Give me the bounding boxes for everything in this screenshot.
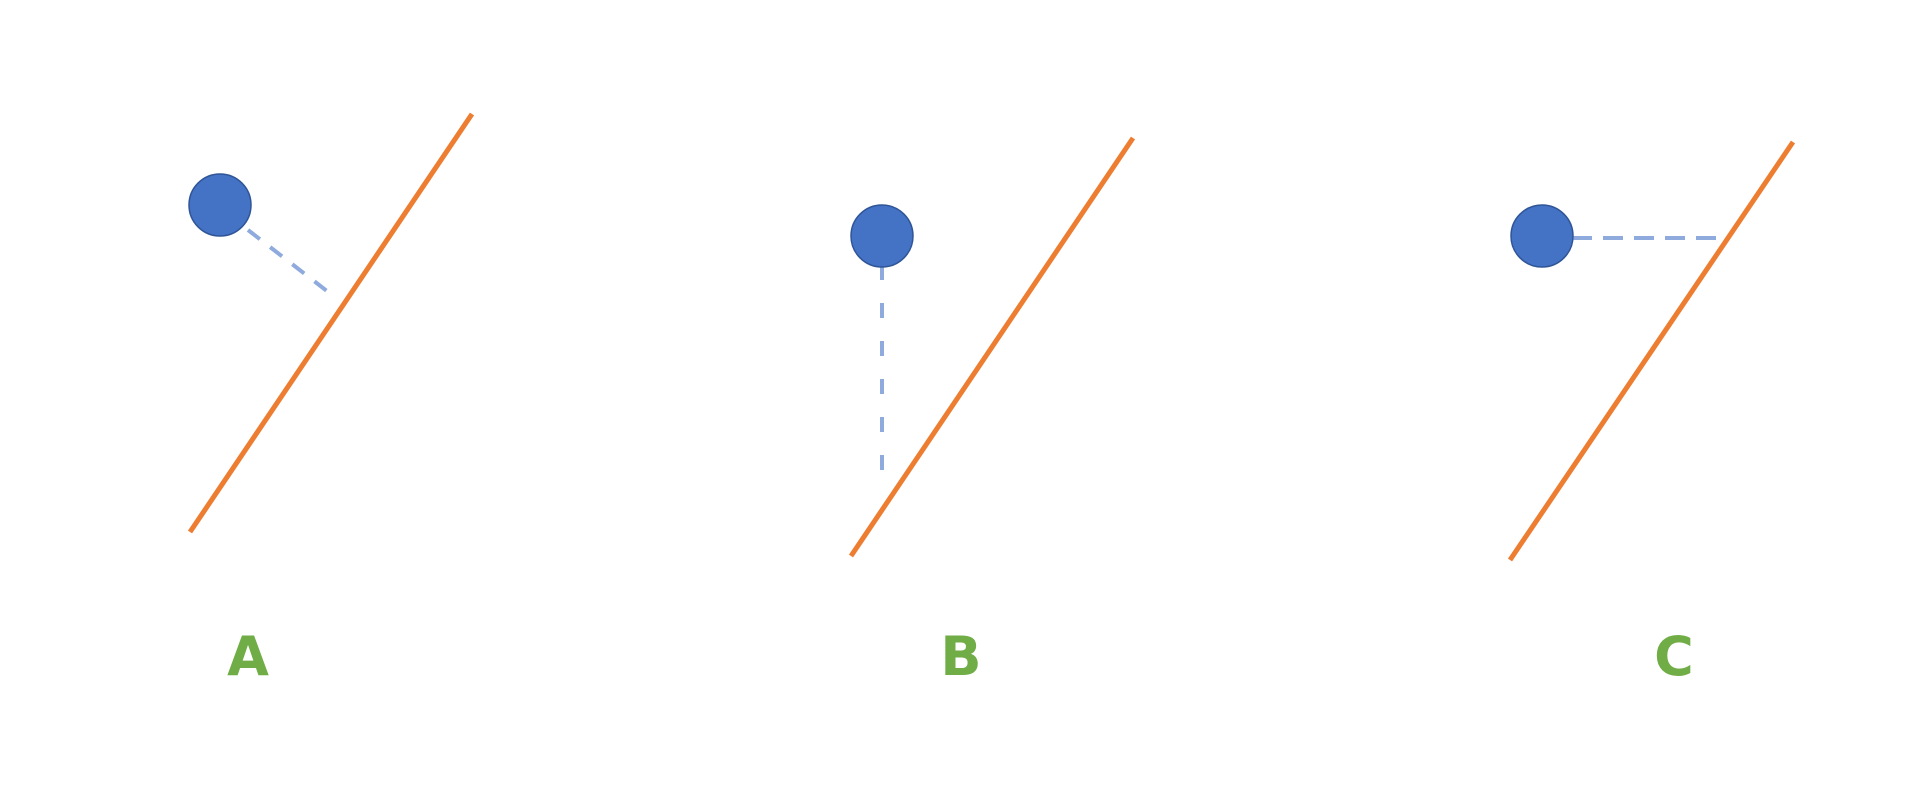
panel-b-point <box>850 204 914 268</box>
panel-a: A <box>187 112 475 688</box>
panel-a-point <box>188 173 252 237</box>
panel-c-line <box>1507 140 1796 562</box>
panel-b-label: B <box>940 625 981 688</box>
panel-a-label: A <box>227 625 269 688</box>
panel-b: B <box>848 136 1136 688</box>
panel-c: C <box>1507 140 1796 688</box>
panel-a-line <box>187 112 475 534</box>
panel-c-label: C <box>1654 625 1694 688</box>
panel-a-distance-dashed <box>246 228 338 300</box>
panel-b-line <box>848 136 1136 558</box>
panel-c-point <box>1510 204 1574 268</box>
